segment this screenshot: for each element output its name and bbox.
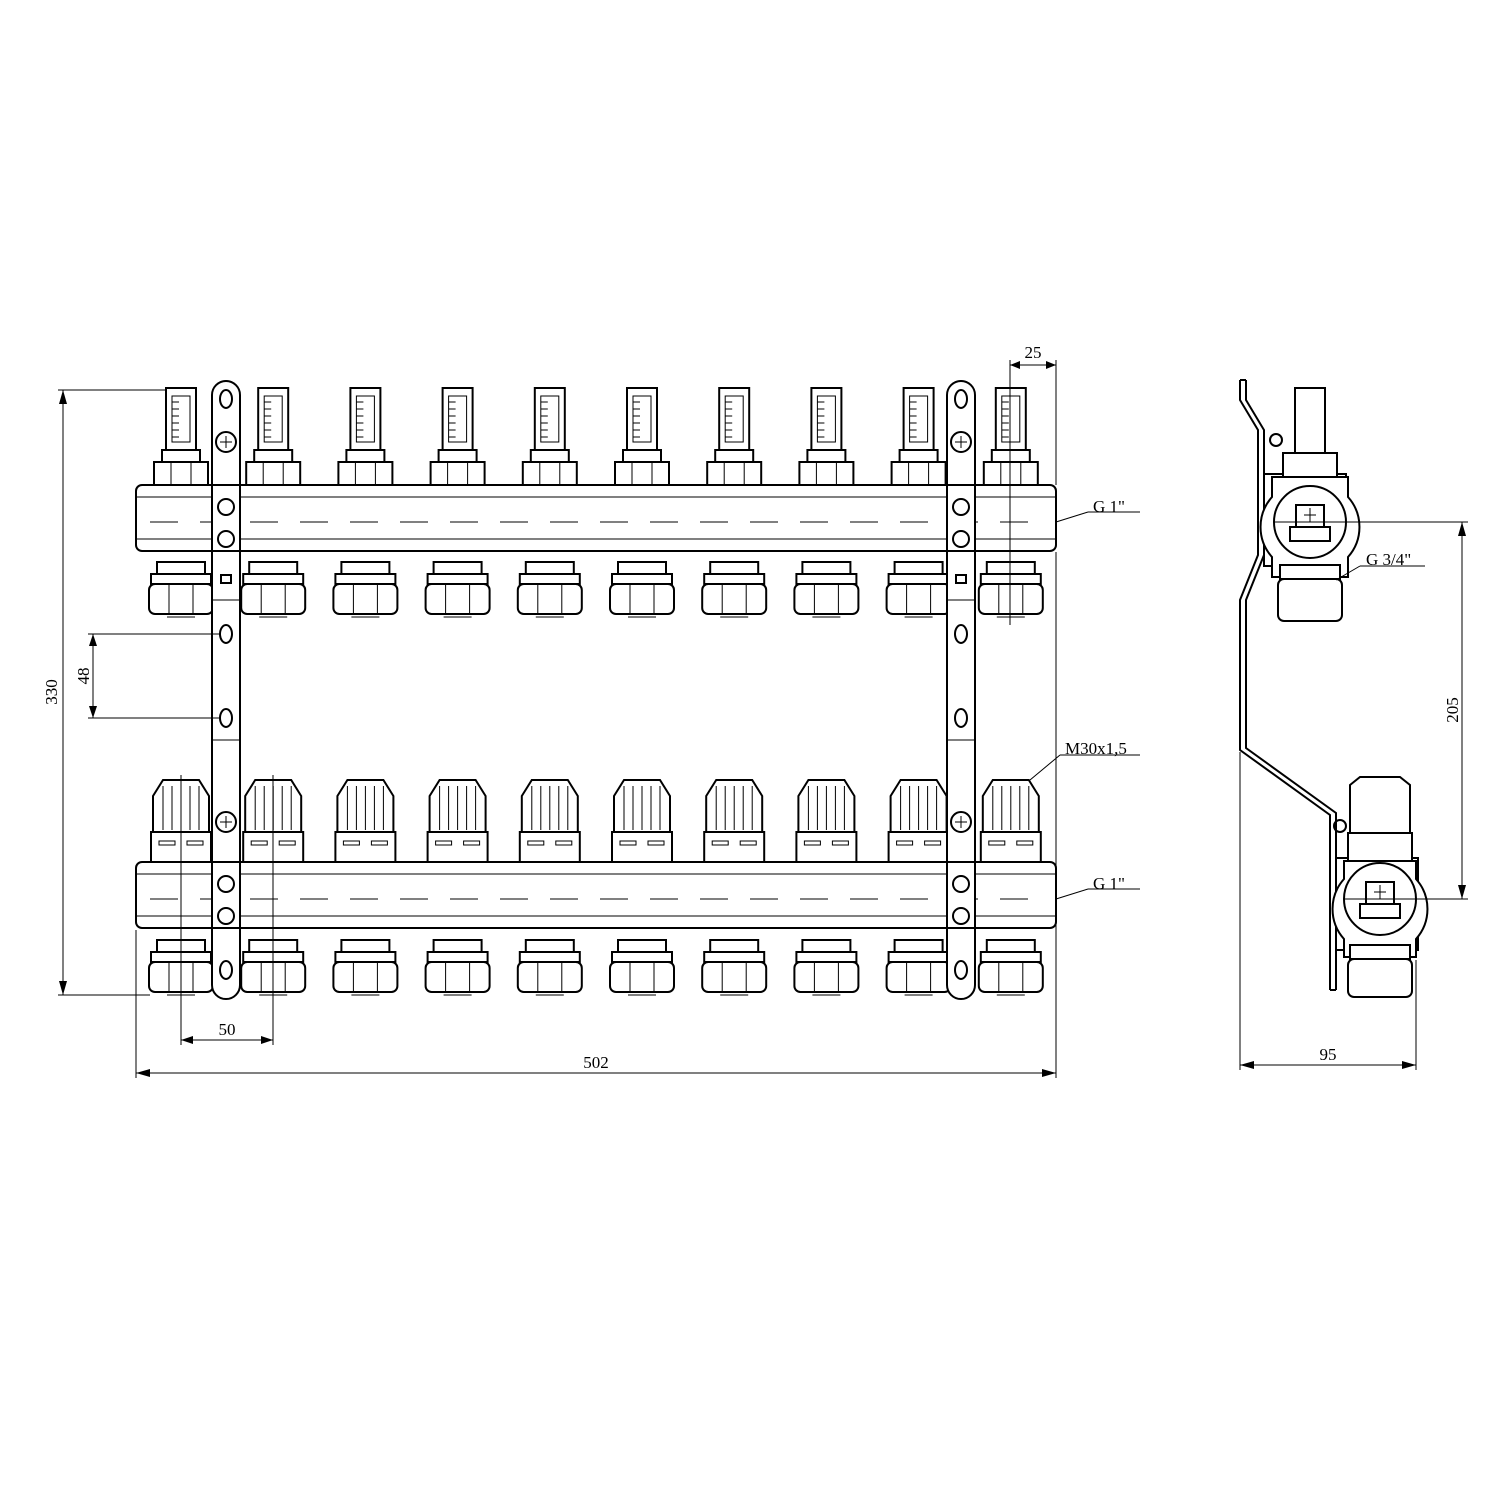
outlet-thread-callout: G 3/4" (1335, 550, 1425, 581)
flowmeter-unit (245, 387, 302, 486)
valve-thread-label: M30x1,5 (1065, 739, 1127, 758)
valve-cap-unit (518, 779, 581, 863)
outlet-connector (977, 939, 1044, 996)
side-bottom-body (1331, 776, 1429, 998)
outlet-connector (885, 561, 952, 618)
height-value: 330 (42, 679, 61, 705)
outlet-connector (793, 561, 860, 618)
width-dimension: 502 (135, 552, 1057, 1078)
flowmeter-unit (798, 387, 855, 486)
pitch-value: 50 (219, 1020, 236, 1039)
bottom-header-bar (135, 861, 1057, 929)
flowmeter-unit (890, 387, 947, 486)
outlet-thread-label: G 3/4" (1366, 550, 1411, 569)
valve-cap-unit (795, 779, 858, 863)
top-thread-callout: G 1" (1055, 497, 1140, 523)
flowmeter-unit (706, 387, 763, 486)
outlet-connector (516, 561, 583, 618)
flowmeter-unit (153, 387, 209, 486)
flowmeter-unit (429, 387, 486, 486)
bottom-valve-row (148, 779, 1044, 996)
flowmeter-unit (614, 387, 670, 486)
outlet-connector (977, 561, 1044, 618)
top-thread-label: G 1" (1093, 497, 1125, 516)
valve-cap-unit (703, 779, 766, 863)
valve-cap-unit (979, 779, 1042, 863)
outlet-connector (332, 561, 399, 618)
pitch-dimension: 50 (180, 775, 274, 1045)
flowmeter-unit (521, 387, 578, 486)
outlet-connector (332, 939, 399, 996)
side-view: 205 95 G 3/4" (1239, 379, 1468, 1070)
valve-cap-unit (887, 779, 950, 863)
header-spacing-value: 205 (1443, 697, 1462, 723)
flowmeter-unit (337, 387, 394, 486)
end-offset-value: 25 (1025, 343, 1042, 362)
hole-spacing-dimension: 48 (74, 633, 220, 719)
bracket-clamps (211, 484, 976, 929)
valve-thread-callout: M30x1,5 (1029, 739, 1140, 781)
side-bracket (1239, 380, 1331, 990)
bottom-thread-callout: G 1" (1055, 874, 1140, 900)
outlet-connector (424, 939, 491, 996)
front-view: 330 48 50 502 (42, 343, 1140, 1078)
bracket-screws (215, 431, 972, 833)
header-spacing-dimension: 205 (1443, 522, 1466, 899)
hole-spacing-value: 48 (74, 668, 93, 685)
depth-value: 95 (1320, 1045, 1337, 1064)
outlet-connector (609, 939, 675, 996)
top-header-bar (135, 484, 1057, 552)
height-dimension: 330 (42, 389, 165, 996)
top-flowmeter-row (148, 387, 1044, 618)
side-top-body (1259, 387, 1361, 622)
outlet-connector (148, 561, 214, 618)
width-value: 502 (583, 1053, 609, 1072)
outlet-connector (701, 939, 768, 996)
outlet-connector (609, 561, 675, 618)
outlet-connector (240, 561, 307, 618)
valve-cap-unit (426, 779, 489, 863)
end-offset-dimension: 25 (1009, 343, 1057, 625)
valve-cap-unit (334, 779, 397, 863)
flowmeter-unit (982, 387, 1039, 486)
outlet-connector (424, 561, 491, 618)
outlet-connector (701, 561, 768, 618)
outlet-connector (793, 939, 860, 996)
valve-cap-unit (611, 779, 673, 863)
depth-dimension: 95 (1239, 752, 1417, 1070)
outlet-connector (516, 939, 583, 996)
outlet-connector (885, 939, 952, 996)
bottom-thread-label: G 1" (1093, 874, 1125, 893)
